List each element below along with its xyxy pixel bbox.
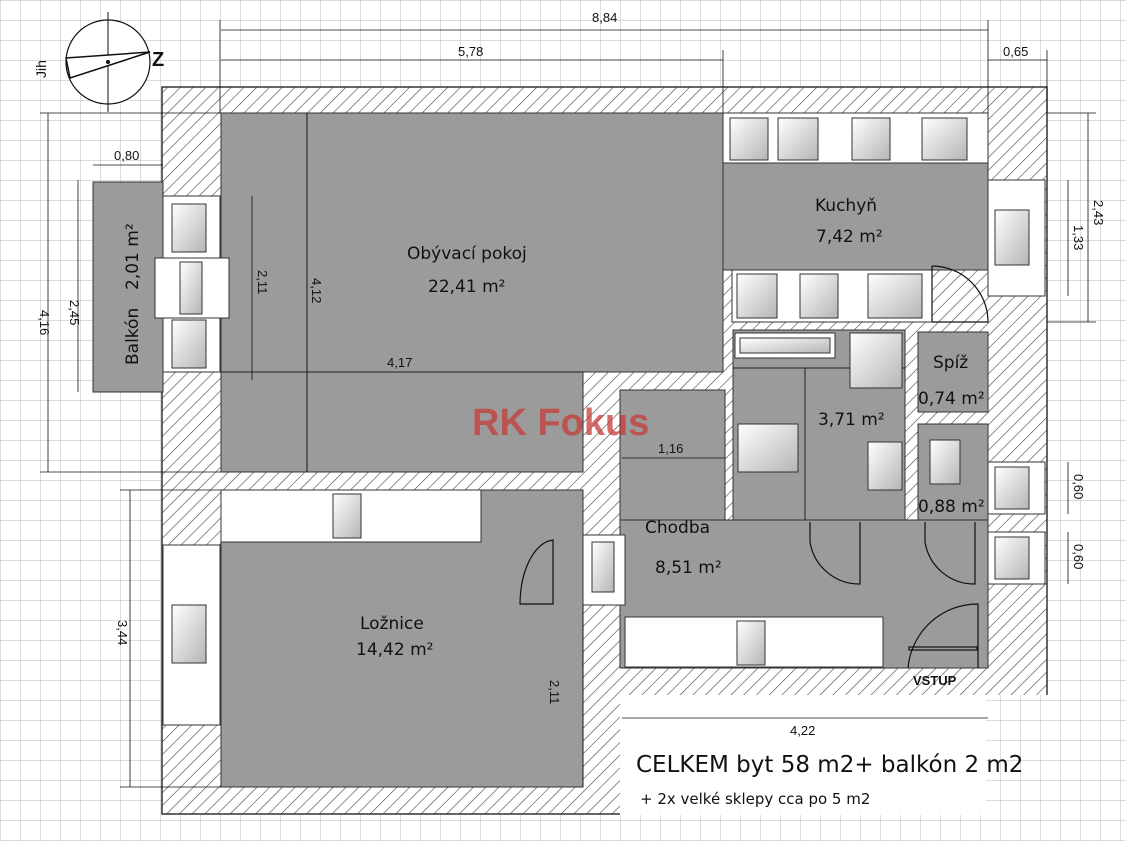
dim-hall-bottom-width: 4,22 [790,723,815,738]
dim-wc-window: 0,60 [1071,474,1086,499]
watermark-logo: RK Fokus [472,402,649,444]
wc-area: 0,88 m² [918,497,985,517]
dim-hall-width: 1,16 [658,441,683,456]
compass-icon: Jih Z [33,12,164,112]
windows [154,179,1046,726]
dim-right-wall: 0,65 [1003,44,1028,59]
bathtub [737,423,799,473]
bedroom-name: Ložnice [360,614,424,634]
compass-south-label: Jih [33,60,49,78]
balcony-floor [92,181,164,393]
dim-total-width: 8,84 [592,10,617,25]
dim-hall-window: 0,60 [1071,544,1086,569]
room-labels: Obývací pokoj 22,41 m² Kuchyň 7,42 m² Ba… [123,196,985,660]
dim-kitchen-right-height: 2,43 [1091,200,1106,225]
dim-living-depth: 4,12 [309,278,324,303]
dimension-lines [40,20,1096,788]
room-floors [92,112,989,788]
dim-left-height: 4,16 [37,310,52,335]
kitchen-appliances [722,112,989,323]
pantry-name: Spíž [933,353,968,373]
living-room-floor-lower [220,371,584,473]
balcony-name: Balkón [123,308,143,365]
dim-bedroom-height: 3,44 [115,620,130,645]
stove [736,273,778,319]
summary-cellars: + 2x velké sklepy cca po 5 m2 [640,790,870,808]
pantry-area: 0,74 m² [918,389,985,409]
living-room-name: Obývací pokoj [407,244,527,264]
dim-living-lower-width: 4,17 [387,355,412,370]
bathroom-area: 3,71 m² [818,410,885,430]
washing-machine [849,332,903,389]
built-in-wardrobes [220,489,884,668]
kitchen-name: Kuchyň [815,196,877,216]
bedroom-area: 14,42 m² [356,640,433,660]
kitchen-sink [867,273,923,319]
washbasin [867,441,903,491]
doors [519,265,989,669]
compass-north-label: Z [152,49,164,71]
summary-total: CELKEM byt 58 m2+ balkón 2 m2 [636,752,1023,778]
living-room-floor [220,112,724,373]
kitchen-area: 7,42 m² [816,227,883,247]
dim-window-height: 2,11 [255,270,270,294]
bathroom-fixtures [734,332,961,491]
balcony-area: 2,01 m² [123,223,143,290]
toilet [929,439,961,485]
dim-balcony-width: 0,80 [114,148,139,163]
dim-balcony-height: 2,45 [67,300,82,325]
hall-area: 8,51 m² [655,558,722,578]
dim-kitchen-window: 1,33 [1071,225,1086,250]
dim-living-width: 5,78 [458,44,483,59]
living-room-area: 22,41 m² [428,277,505,297]
entrance-label: VSTUP [913,673,957,688]
dim-bedroom-right-height: 2,11 [547,680,562,704]
pantry-floor [917,331,989,413]
dimension-labels: 8,84 5,78 0,65 0,80 4,16 2,45 2,11 4,12 … [37,10,1106,738]
hall-name: Chodba [645,518,710,538]
